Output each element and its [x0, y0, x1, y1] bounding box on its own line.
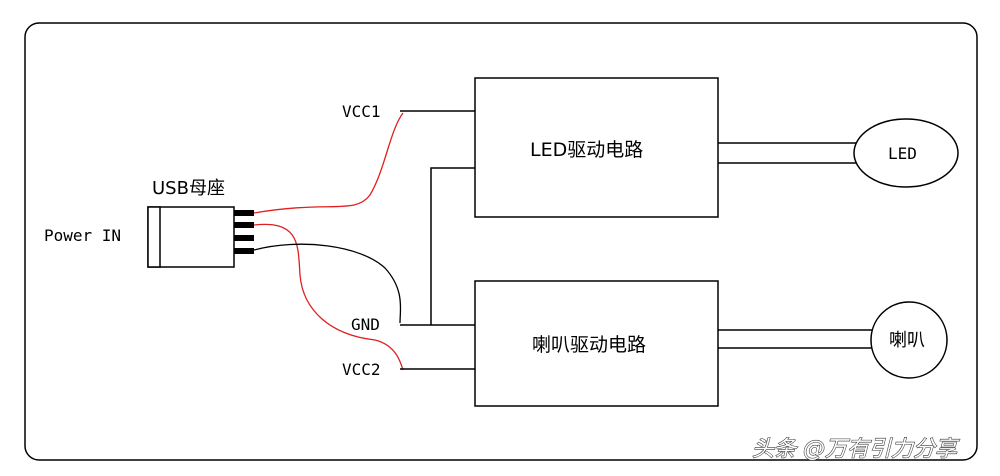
usb-pin-3	[234, 235, 254, 241]
gnd-bus	[430, 167, 475, 325]
speaker-node	[870, 301, 948, 379]
power-in-label: Power IN	[44, 226, 121, 245]
usb-pin-2	[234, 222, 254, 228]
usb-socket	[147, 206, 254, 268]
usb-socket-label: USB母座	[152, 178, 225, 199]
gnd-wire	[253, 243, 402, 324]
led-label: LED	[888, 144, 917, 163]
led-driver-block	[474, 77, 719, 218]
vcc2-wire	[253, 223, 404, 371]
gnd-label: GND	[351, 315, 380, 334]
usb-pin-4	[234, 248, 254, 254]
vcc1-wire	[253, 112, 404, 214]
vcc1-label: VCC1	[342, 102, 381, 121]
led-node	[853, 118, 959, 188]
vcc2-label: VCC2	[342, 360, 381, 379]
diagram-frame	[24, 22, 978, 461]
watermark-text: 头条 @万有引力分享	[752, 437, 960, 462]
led-driver-label: LED驱动电路	[530, 139, 643, 161]
speaker-driver-block	[474, 280, 719, 407]
speaker-driver-label: 喇叭驱动电路	[532, 334, 646, 356]
usb-pin-1	[234, 210, 254, 216]
speaker-label: 喇叭	[889, 330, 925, 351]
